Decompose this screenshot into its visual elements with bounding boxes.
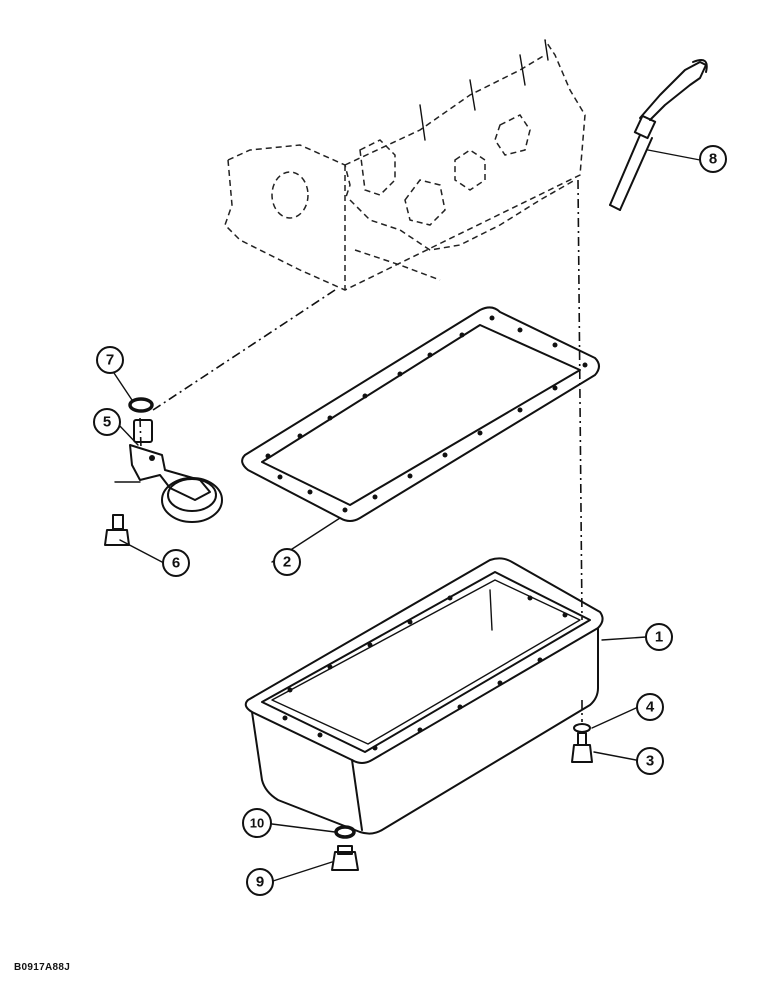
dipstick <box>609 59 708 211</box>
callout-1-label: 1 <box>655 629 663 646</box>
gasket-bolt-holes <box>265 315 588 513</box>
oil-pickup-tube <box>114 419 223 523</box>
o-ring <box>128 397 154 413</box>
oil-pan-flange-holes <box>282 595 568 751</box>
callout-2: 2 <box>273 548 301 576</box>
callout-6-label: 6 <box>172 555 180 572</box>
oil-pan-bolt <box>571 723 593 763</box>
callout-1: 1 <box>645 623 673 651</box>
alignment-lines <box>139 179 583 722</box>
callout-9: 9 <box>246 868 274 896</box>
callout-4-label: 4 <box>646 699 655 716</box>
callout-7-label: 7 <box>106 352 114 369</box>
pickup-tube-bolt <box>104 514 130 546</box>
callout-4: 4 <box>636 693 664 721</box>
callout-10: 10 <box>242 808 272 838</box>
callout-6: 6 <box>162 549 190 577</box>
figure-reference-code: B0917A88J <box>14 962 71 973</box>
callout-2-label: 2 <box>283 554 291 571</box>
callout-10-label: 10 <box>250 816 264 831</box>
callout-8-label: 8 <box>709 151 717 168</box>
engine-block-phantom <box>224 39 586 291</box>
callout-7: 7 <box>96 346 124 374</box>
oil-pan <box>244 557 604 835</box>
drain-plug <box>331 825 359 871</box>
callout-3-label: 3 <box>646 753 654 770</box>
callout-5-label: 5 <box>103 414 111 431</box>
leader-lines <box>113 149 701 882</box>
callout-8: 8 <box>699 145 727 173</box>
callout-9-label: 9 <box>256 874 264 891</box>
oil-pan-gasket <box>241 306 600 522</box>
callout-5: 5 <box>93 408 121 436</box>
callout-3: 3 <box>636 747 664 775</box>
